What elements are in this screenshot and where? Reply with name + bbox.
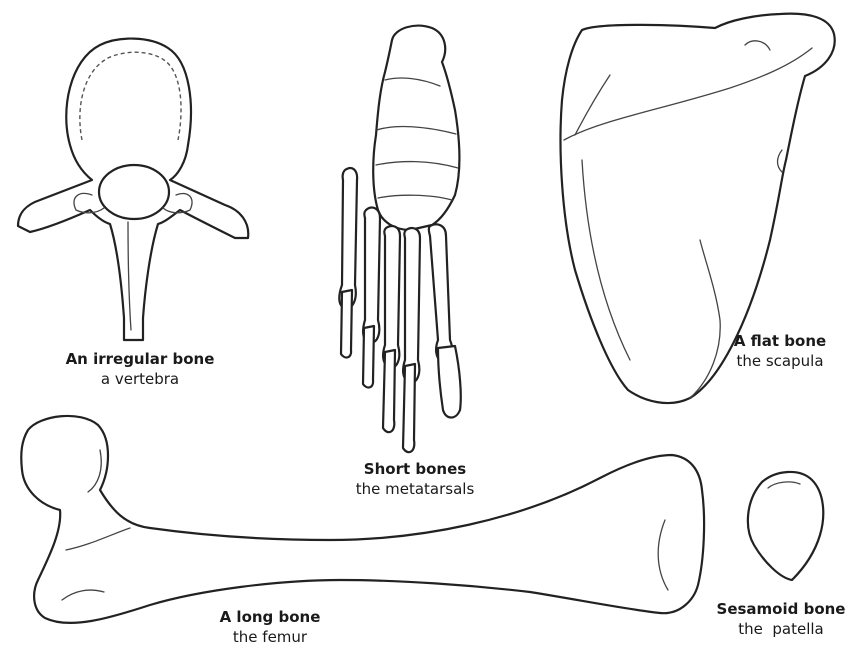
vertebra-bone-type: An irregular bone: [30, 350, 250, 370]
patella-drawing: [748, 472, 823, 580]
vertebra-caption: An irregular bone a vertebra: [30, 350, 250, 389]
vertebra-drawing: [18, 39, 248, 340]
scapula-example: the scapula: [700, 352, 860, 372]
metatarsals-drawing: [339, 26, 460, 453]
patella-bone-type: Sesamoid bone: [700, 600, 862, 620]
femur-bone-type: A long bone: [180, 608, 360, 628]
vertebra-example: a vertebra: [30, 370, 250, 390]
metatarsals-example: the metatarsals: [315, 480, 515, 500]
metatarsals-bone-type: Short bones: [315, 460, 515, 480]
metatarsals-caption: Short bones the metatarsals: [315, 460, 515, 499]
femur-caption: A long bone the femur: [180, 608, 360, 647]
patella-caption: Sesamoid bone the patella: [700, 600, 862, 639]
patella-example: the patella: [700, 620, 862, 640]
femur-example: the femur: [180, 628, 360, 648]
femur-drawing: [21, 416, 704, 623]
scapula-caption: A flat bone the scapula: [700, 332, 860, 371]
scapula-bone-type: A flat bone: [700, 332, 860, 352]
